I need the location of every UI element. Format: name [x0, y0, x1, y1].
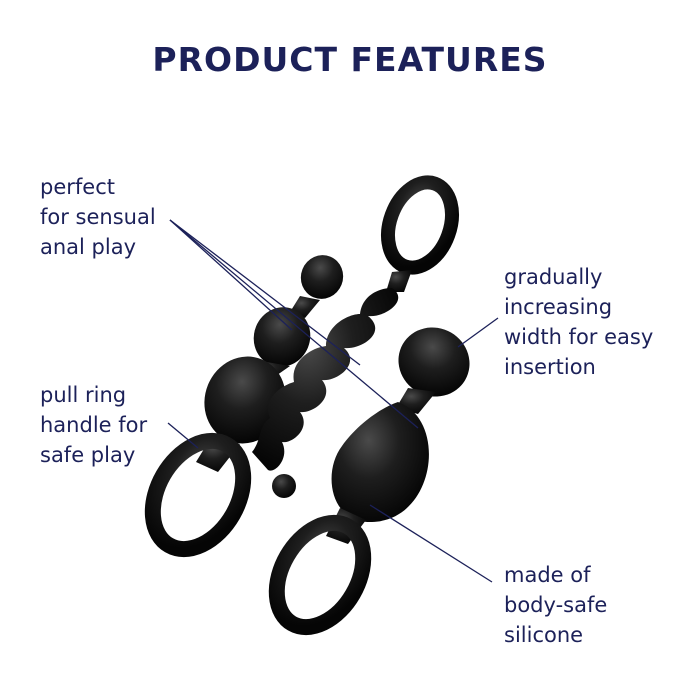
page-title: PRODUCT FEATURES	[152, 40, 548, 79]
spiral-plug-icon	[252, 175, 459, 498]
feature-anal-play-line: perfect	[40, 175, 115, 199]
leader-line-anal-play-3	[169, 219, 419, 429]
beaded-plug-icon	[144, 255, 344, 558]
feature-silicone-line: silicone	[504, 623, 584, 647]
feature-silicone-line: made of	[504, 563, 591, 587]
feature-pull-ring: pull ring handle for safe play	[40, 380, 147, 470]
feature-anal-play-line: for sensual	[40, 205, 156, 229]
leader-line-silicone	[369, 504, 493, 583]
feature-anal-play-line: anal play	[40, 235, 137, 259]
leader-line-gradual-width	[457, 317, 499, 348]
feature-pull-ring-line: handle for	[40, 413, 148, 437]
feature-gradual-width-line: increasing	[504, 295, 613, 319]
leader-line-anal-play-1	[169, 219, 293, 331]
feature-gradual-width: gradually increasing width for easy inse…	[504, 262, 653, 382]
feature-gradual-width-line: insertion	[504, 355, 596, 379]
leader-lines	[167, 219, 499, 583]
feature-silicone-line: body-safe	[504, 593, 608, 617]
feature-gradual-width-line: gradually	[504, 265, 603, 289]
leader-line-anal-play-2	[169, 219, 361, 366]
feature-anal-play: perfect for sensual anal play	[40, 172, 156, 262]
teardrop-plug-icon	[268, 327, 470, 636]
feature-silicone: made of body-safe silicone	[504, 560, 607, 650]
feature-gradual-width-line: width for easy	[504, 325, 654, 349]
leader-line-pull-ring	[167, 422, 199, 449]
feature-pull-ring-line: pull ring	[40, 383, 127, 407]
feature-pull-ring-line: safe play	[40, 443, 136, 467]
